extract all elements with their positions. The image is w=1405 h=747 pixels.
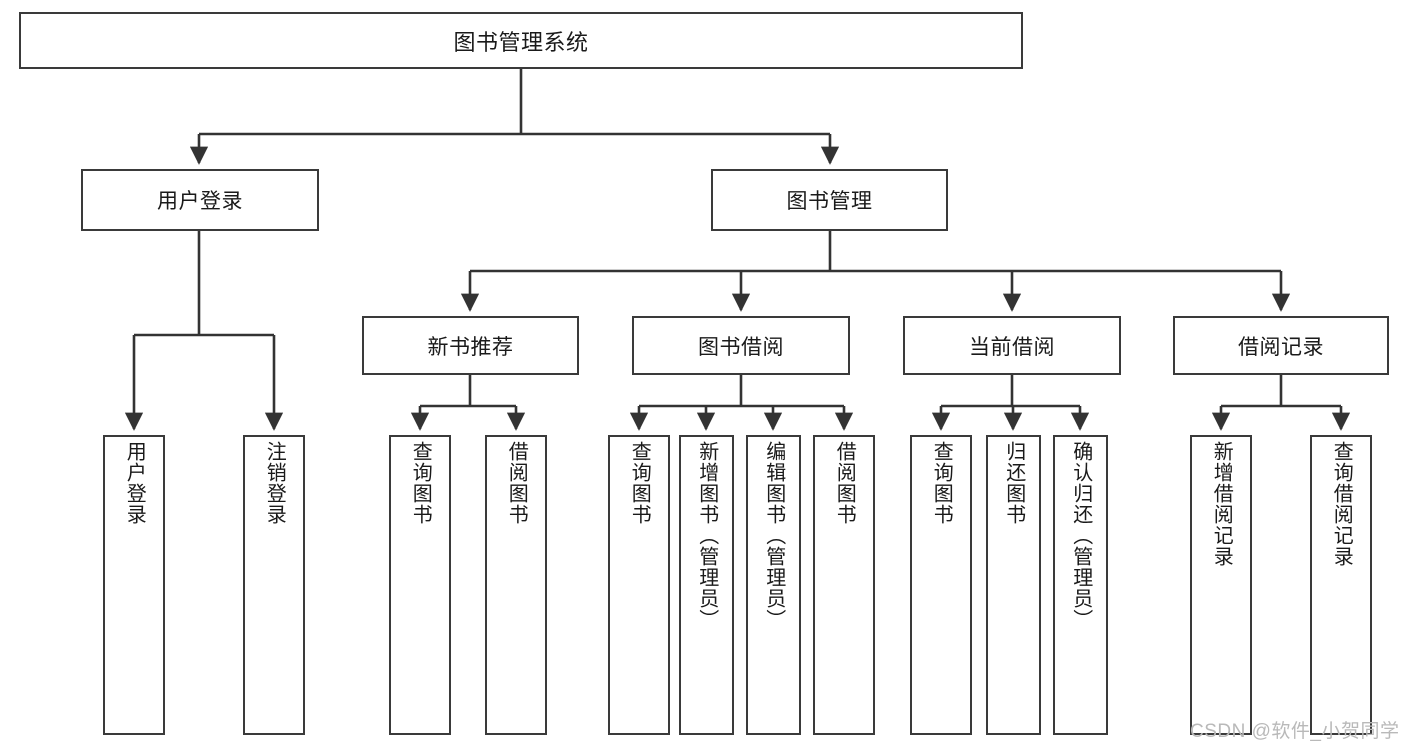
node-leaf-confirm-return-label: 确认归还（管理员） xyxy=(1069,441,1092,630)
node-leaf-confirm-return[interactable]: 确认归还（管理员） xyxy=(1053,435,1108,735)
node-leaf-return-book[interactable]: 归还图书 xyxy=(986,435,1041,735)
node-leaf-query-book-3-label: 查询图书 xyxy=(930,441,953,525)
watermark: CSDN @软件_小贺同学 xyxy=(1190,721,1400,742)
node-root[interactable]: 图书管理系统 xyxy=(19,12,1023,69)
node-leaf-edit-book[interactable]: 编辑图书（管理员） xyxy=(746,435,801,735)
node-leaf-user-login[interactable]: 用户登录 xyxy=(103,435,165,735)
node-leaf-query-book-1-label: 查询图书 xyxy=(409,441,432,525)
node-user-login[interactable]: 用户登录 xyxy=(81,169,319,231)
node-leaf-query-book-2[interactable]: 查询图书 xyxy=(608,435,670,735)
node-user-login-label: 用户登录 xyxy=(157,190,243,213)
node-leaf-query-record-label: 查询借阅记录 xyxy=(1330,441,1353,567)
node-leaf-borrow-book-2[interactable]: 借阅图书 xyxy=(813,435,875,735)
node-leaf-query-book-1[interactable]: 查询图书 xyxy=(389,435,451,735)
node-leaf-add-book-label: 新增图书（管理员） xyxy=(695,441,718,630)
node-new-book-recommend[interactable]: 新书推荐 xyxy=(362,316,579,375)
node-leaf-add-record-label: 新增借阅记录 xyxy=(1210,441,1233,567)
node-borrow-record[interactable]: 借阅记录 xyxy=(1173,316,1389,375)
node-book-manage-label: 图书管理 xyxy=(786,190,873,213)
node-book-borrow-label: 图书借阅 xyxy=(698,335,784,359)
node-leaf-borrow-book-1-label: 借阅图书 xyxy=(505,441,528,525)
node-leaf-user-login-label: 用户登录 xyxy=(123,441,146,525)
node-leaf-query-book-3[interactable]: 查询图书 xyxy=(910,435,972,735)
node-leaf-add-record[interactable]: 新增借阅记录 xyxy=(1190,435,1252,735)
node-leaf-query-record[interactable]: 查询借阅记录 xyxy=(1310,435,1372,735)
node-leaf-add-book[interactable]: 新增图书（管理员） xyxy=(679,435,734,735)
node-leaf-borrow-book-1[interactable]: 借阅图书 xyxy=(485,435,547,735)
node-book-borrow[interactable]: 图书借阅 xyxy=(632,316,850,375)
node-leaf-query-book-2-label: 查询图书 xyxy=(628,441,651,525)
node-leaf-logout-label: 注销登录 xyxy=(263,441,286,525)
node-new-book-recommend-label: 新书推荐 xyxy=(427,335,514,359)
node-leaf-borrow-book-2-label: 借阅图书 xyxy=(833,441,856,525)
node-current-borrow-label: 当前借阅 xyxy=(969,335,1055,359)
node-leaf-return-book-label: 归还图书 xyxy=(1002,441,1025,525)
node-book-manage[interactable]: 图书管理 xyxy=(711,169,948,231)
node-current-borrow[interactable]: 当前借阅 xyxy=(903,316,1121,375)
node-leaf-edit-book-label: 编辑图书（管理员） xyxy=(762,441,785,630)
node-borrow-record-label: 借阅记录 xyxy=(1238,335,1324,359)
node-leaf-logout[interactable]: 注销登录 xyxy=(243,435,305,735)
node-root-label: 图书管理系统 xyxy=(453,29,589,55)
